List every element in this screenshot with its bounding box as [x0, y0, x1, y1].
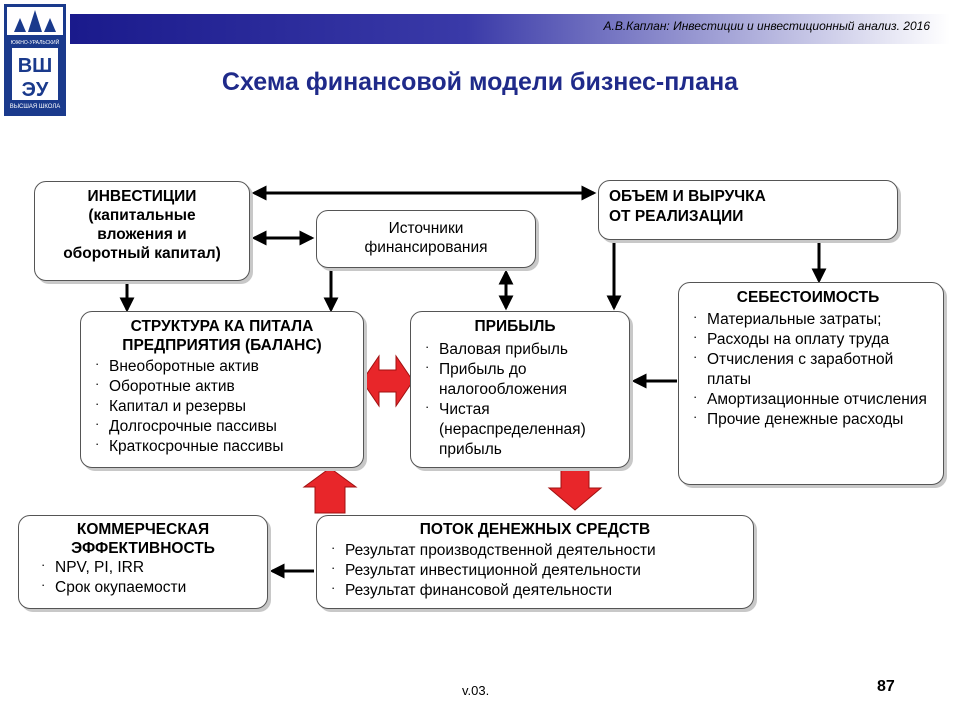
investments-line: (капитальные [88, 207, 196, 224]
structure-item: Внеоборотные актив [95, 354, 363, 377]
investments-line: вложения и [97, 226, 187, 243]
investments-box: ИНВЕСТИЦИИ (капитальные вложения и оборо… [34, 181, 250, 281]
investments-title: ИНВЕСТИЦИИ [87, 188, 197, 205]
revenue-line: ОБЪЕМ И ВЫРУЧКА [609, 188, 766, 205]
header-author-line: А.В.Каплан: Инвестиции и инвестиционный … [603, 19, 931, 33]
cashflow-item: Результат инвестиционной деятельности [331, 558, 753, 581]
red-down-arrow [547, 467, 603, 511]
page-number: 87 [877, 678, 895, 695]
logo-top-text: ЮЖНО-УРАЛЬСКИЙ [11, 38, 60, 46]
profit-item: Прибыль до налогообложения [425, 357, 619, 400]
cashflow-title: ПОТОК ДЕНЕЖНЫХ СРЕДСТВ [419, 521, 651, 538]
red-up-arrow [302, 467, 358, 514]
cashflow-item: Результат финансовой деятельности [331, 578, 753, 601]
cost-item: Расходы на оплату труда [693, 327, 937, 350]
cost-title: СЕБЕСТОИМОСТЬ [736, 289, 880, 306]
header-bar [70, 14, 950, 44]
page-title: Схема финансовой модели бизнес-плана [221, 68, 739, 96]
revenue-line: ОТ РЕАЛИЗАЦИИ [609, 208, 744, 225]
structure-item: Долгосрочные пассивы [95, 414, 363, 437]
cost-item: Прочие денежные расходы [693, 407, 937, 430]
university-logo: ЮЖНО-УРАЛЬСКИЙ ВШ ЭУ ВЫСШАЯ ШКОЛА [4, 4, 66, 116]
structure-title: СТРУКТУРА КА ПИТАЛА [130, 318, 314, 335]
cost-item: Материальные затраты; [693, 307, 937, 330]
profit-title: ПРИБЫЛЬ [474, 318, 556, 335]
capital-structure-box: СТРУКТУРА КА ПИТАЛА ПРЕДПРИЯТИЯ (БАЛАНС)… [80, 311, 364, 468]
efficiency-item: NPV, PI, IRR [41, 555, 267, 578]
version-label: v.03. [462, 683, 490, 698]
profit-box: ПРИБЫЛЬ Валовая прибыль Прибыль до налог… [410, 311, 630, 468]
efficiency-title: ЭФФЕКТИВНОСТЬ [71, 540, 215, 557]
cost-box: СЕБЕСТОИМОСТЬ Материальные затраты; Расх… [678, 282, 944, 485]
logo-bottom-text: ВЫСШАЯ ШКОЛА [10, 104, 61, 110]
cashflow-box: ПОТОК ДЕНЕЖНЫХ СРЕДСТВ Результат произво… [316, 515, 754, 609]
investments-line: оборотный капитал) [63, 245, 221, 262]
revenue-box: ОБЪЕМ И ВЫРУЧКА ОТ РЕАЛИЗАЦИИ [598, 180, 898, 240]
cashflow-item: Результат производственной деятельности [331, 538, 753, 561]
sources-line: Источники [388, 220, 464, 237]
cost-item: Амортизационные отчисления [693, 387, 937, 410]
cost-item: Отчисления с заработной платы [693, 347, 937, 390]
structure-title: ПРЕДПРИЯТИЯ (БАЛАНС) [122, 337, 322, 354]
structure-item: Капитал и резервы [95, 394, 363, 417]
svg-text:ЭУ: ЭУ [22, 79, 49, 101]
profit-item: Валовая прибыль [425, 337, 619, 360]
efficiency-item: Срок окупаемости [41, 575, 267, 598]
svg-text:ВШ: ВШ [18, 55, 53, 77]
efficiency-title: КОММЕРЧЕСКАЯ [76, 521, 210, 538]
sources-line: финансирования [364, 239, 488, 256]
red-double-arrow [361, 354, 414, 408]
efficiency-box: КОММЕРЧЕСКАЯ ЭФФЕКТИВНОСТЬ NPV, PI, IRR … [18, 515, 268, 609]
sources-box: Источники финансирования [316, 210, 536, 268]
structure-item: Оборотные актив [95, 374, 363, 397]
structure-item: Краткосрочные пассивы [95, 434, 363, 457]
profit-item: Чистая (нераспределенная) прибыль [425, 397, 619, 460]
